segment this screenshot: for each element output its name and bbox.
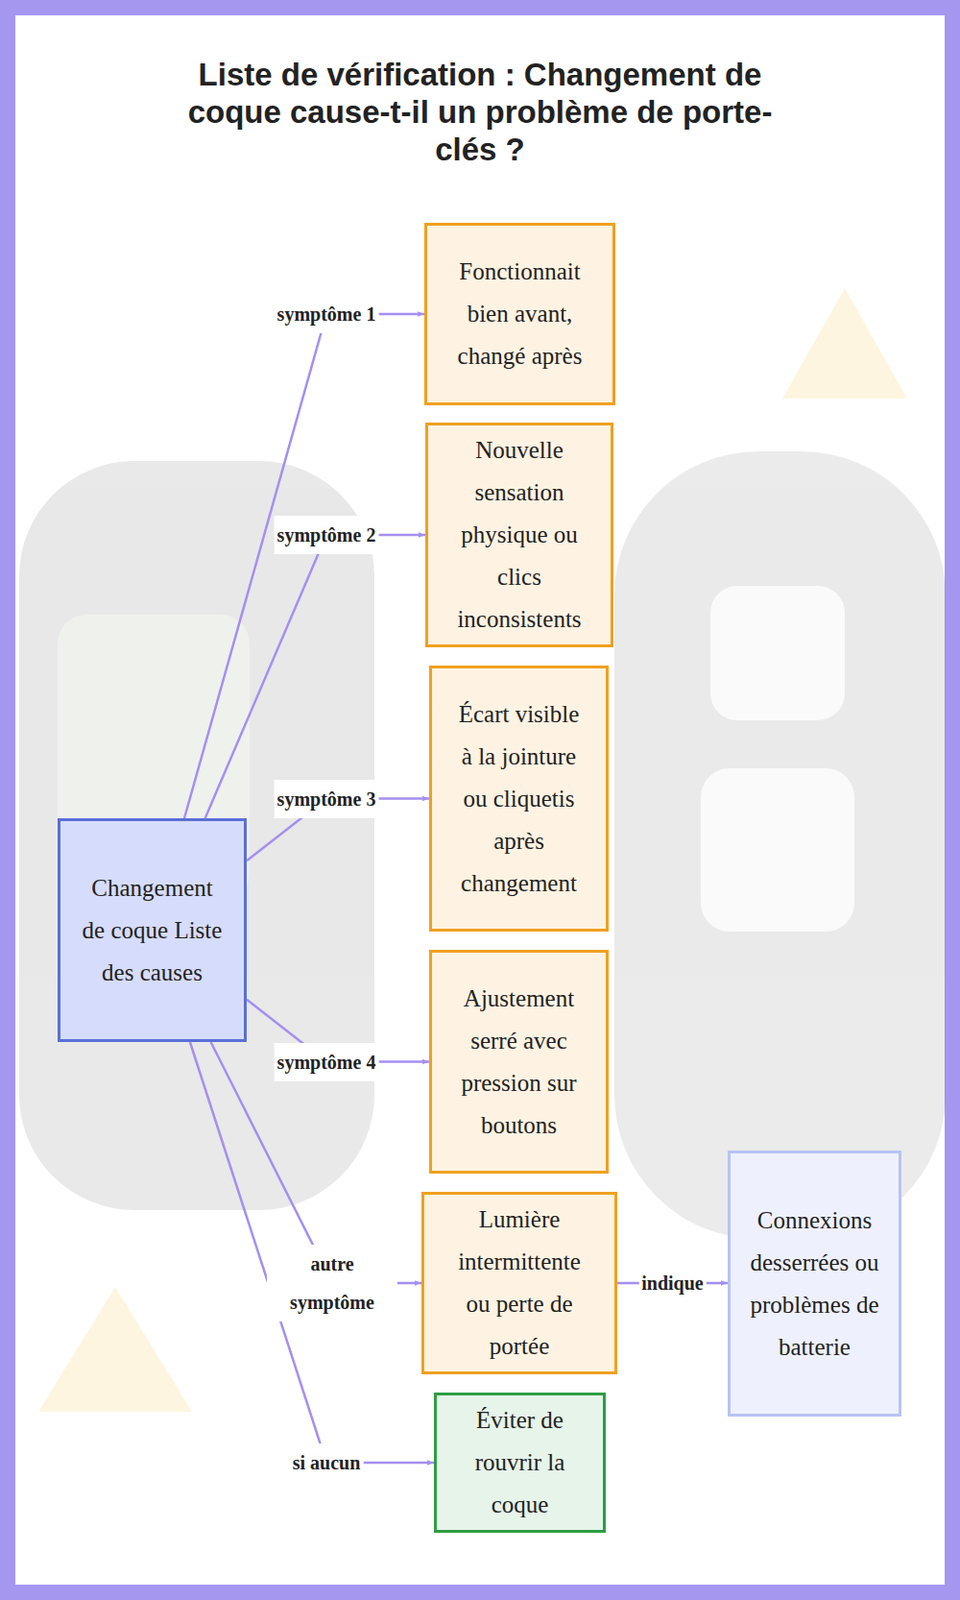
symptom-box: Nouvelle sensation physique ou clics inc… bbox=[425, 422, 614, 648]
cause-box: Connexions desserrées ou problèmes de ba… bbox=[727, 1150, 902, 1416]
edge-label: indique bbox=[638, 1263, 706, 1302]
edge-label: si aucun bbox=[289, 1442, 364, 1482]
warning-triangle bbox=[782, 288, 908, 399]
edge-label: symptôme 2 bbox=[274, 515, 380, 554]
symptom-box: Écart visible à la jointure ou cliquetis… bbox=[429, 665, 609, 932]
action-box: Éviter de rouvrir la coque bbox=[433, 1392, 606, 1533]
box-text: Éviter de rouvrir la coque bbox=[456, 1398, 584, 1526]
diagram-title: Liste de vérification : Changement de co… bbox=[172, 55, 788, 168]
connector-arrow bbox=[190, 1041, 434, 1463]
warning-triangle bbox=[38, 1286, 192, 1412]
box-text: Fonctionnait bien avant, changé après bbox=[446, 250, 594, 378]
symptom-box: Lumière intermittente ou perte de portée bbox=[421, 1191, 618, 1374]
box-text: Lumière intermittente ou perte de portée bbox=[443, 1198, 596, 1368]
box-text: Écart visible à la jointure ou cliquetis… bbox=[451, 693, 587, 905]
connector-arrow bbox=[205, 534, 426, 818]
fob-button bbox=[700, 768, 855, 932]
edge-label: symptôme 1 bbox=[274, 294, 380, 334]
fob-body bbox=[19, 460, 375, 1210]
fob-button bbox=[710, 585, 845, 720]
symptom-box: Ajustement serré avec pression sur bouto… bbox=[429, 949, 609, 1174]
box-text: Changement de coque Liste des causes bbox=[79, 866, 225, 994]
edge-label: symptôme 3 bbox=[274, 779, 380, 818]
fob-shell bbox=[614, 451, 946, 1239]
connector-arrow bbox=[184, 313, 425, 818]
box-text: Ajustement serré avec pression sur bouto… bbox=[451, 977, 587, 1147]
box-text: Nouvelle sensation physique ou clics inc… bbox=[447, 429, 592, 641]
symptom-box: Fonctionnait bien avant, changé après bbox=[424, 222, 616, 406]
box-text: Connexions desserrées ou problèmes de ba… bbox=[749, 1199, 880, 1368]
edge-label: autre symptôme bbox=[266, 1244, 398, 1321]
root-box: Changement de coque Liste des causes bbox=[57, 817, 247, 1042]
edge-label: symptôme 4 bbox=[274, 1042, 380, 1081]
